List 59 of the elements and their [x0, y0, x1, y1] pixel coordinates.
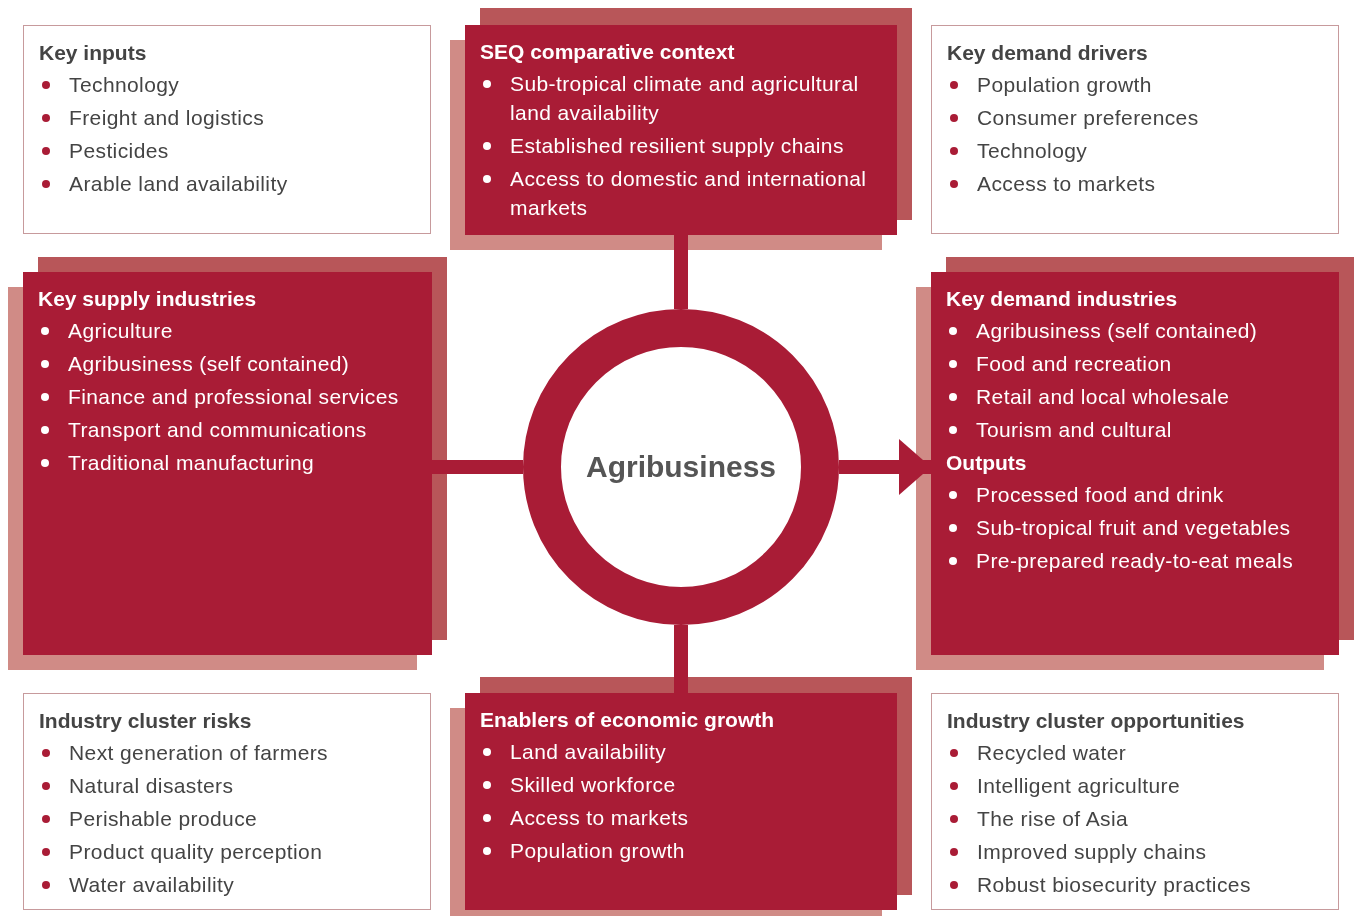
arrow [839, 439, 931, 495]
highlight-card [465, 693, 897, 910]
bullet-item: Finance and professional services [38, 382, 418, 411]
card-heading: SEQ comparative context [480, 39, 736, 65]
bullet-item: Transport and communications [38, 415, 418, 444]
bullet-item: Recycled water [947, 738, 1324, 767]
bullet-item: Sub-tropical fruit and vegetables [946, 513, 1325, 542]
bullet-item: Population growth [480, 836, 883, 865]
bullet-item: Natural disasters [39, 771, 416, 800]
bullet-item: Access to domestic and international markets [480, 164, 883, 222]
bullet-item: Technology [39, 70, 416, 99]
bullet-item: Arable land availability [39, 169, 416, 198]
bullet-item: Water availability [39, 870, 416, 899]
bullet-item: Freight and logistics [39, 103, 416, 132]
card-heading: Key demand industries [946, 286, 1179, 312]
connector-line [432, 460, 523, 474]
bullet-item: Perishable produce [39, 804, 416, 833]
bullet-item: Robust biosecurity practices [947, 870, 1324, 899]
bullet-item: Technology [947, 136, 1324, 165]
hub-label: Agribusiness [585, 450, 777, 484]
card-heading: Enablers of economic growth [480, 707, 776, 733]
bullet-item: Skilled workforce [480, 770, 883, 799]
bullet-item: Agribusiness (self contained) [38, 349, 418, 378]
bullet-item: Pesticides [39, 136, 416, 165]
card-heading: Key inputs [39, 40, 148, 66]
bullet-item: Food and recreation [946, 349, 1325, 378]
bullet-item: Established resilient supply chains [480, 131, 883, 160]
card-heading: Industry cluster opportunities [947, 708, 1246, 734]
card-heading: Key supply industries [38, 286, 258, 312]
bullet-item: Product quality perception [39, 837, 416, 866]
card-heading: Outputs [946, 450, 1028, 476]
bullet-item: Tourism and cultural [946, 415, 1325, 444]
bullet-item: Intelligent agriculture [947, 771, 1324, 800]
info-card [931, 693, 1339, 910]
connector-line [674, 235, 688, 309]
bullet-item: Land availability [480, 737, 883, 766]
bullet-item: Improved supply chains [947, 837, 1324, 866]
bullet-item: Processed food and drink [946, 480, 1325, 509]
bullet-item: Access to markets [947, 169, 1324, 198]
bullet-item: Pre-prepared ready-to-eat meals [946, 546, 1325, 575]
bullet-item: Population growth [947, 70, 1324, 99]
info-card [931, 25, 1339, 234]
bullet-item: Access to markets [480, 803, 883, 832]
bullet-item: Agriculture [38, 316, 418, 345]
bullet-item: Sub-tropical climate and agricultural land availability [480, 69, 883, 127]
bullet-item: Agribusiness (self contained) [946, 316, 1325, 345]
bullet-item: Next generation of farmers [39, 738, 416, 767]
bullet-item: Retail and local wholesale [946, 382, 1325, 411]
highlight-card [465, 25, 897, 235]
info-card [23, 693, 431, 910]
bullet-item: Traditional manufacturing [38, 448, 418, 477]
bullet-item: Consumer preferences [947, 103, 1324, 132]
bullet-item: The rise of Asia [947, 804, 1324, 833]
card-heading: Industry cluster risks [39, 708, 253, 734]
info-card [23, 25, 431, 234]
connector-line [674, 625, 688, 693]
card-heading: Key demand drivers [947, 40, 1149, 66]
highlight-card [23, 272, 432, 655]
highlight-card [931, 272, 1339, 655]
